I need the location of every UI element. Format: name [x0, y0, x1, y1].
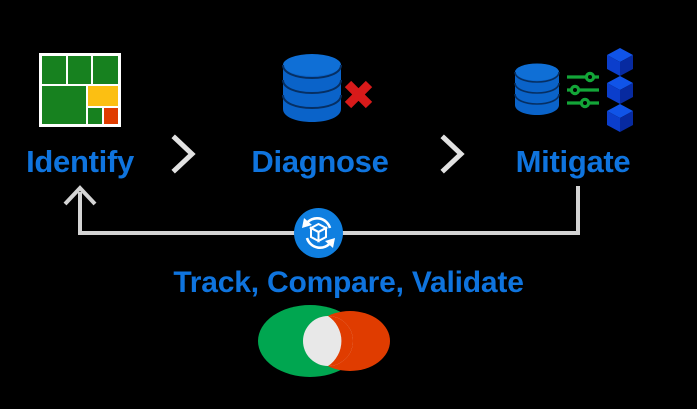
treemap-cell-orange — [104, 108, 118, 124]
cubes-glyph — [607, 48, 633, 132]
stage-mitigate-icon-wrap — [478, 40, 668, 140]
treemap-cell-green-large — [42, 86, 86, 124]
feedback-loop-connector — [63, 185, 580, 235]
treemap-cell-yellow — [88, 86, 118, 106]
stage-mitigate[interactable]: Mitigate — [478, 40, 668, 177]
feedback-loop-caption: Track, Compare, Validate — [173, 266, 524, 299]
database-glyph — [514, 63, 560, 115]
sync-refresh-icon — [294, 208, 343, 258]
stage-mitigate-label: Mitigate — [515, 144, 631, 179]
sliders-glyph — [567, 71, 599, 109]
stage-identify-label: Identify — [26, 144, 134, 179]
stage-identify-icon-wrap — [0, 40, 175, 140]
sync-refresh-badge[interactable] — [294, 208, 343, 258]
database-settings-cubes-icon — [514, 48, 633, 132]
treemap-cell-green-small — [88, 108, 102, 124]
treemap-cell-green-3 — [93, 56, 118, 84]
chevron-right-icon — [437, 133, 467, 175]
stage-diagnose-label: Diagnose — [251, 144, 389, 179]
stage-diagnose-icon-wrap — [225, 40, 415, 140]
treemap-cell-green-1 — [42, 56, 66, 84]
stage-identify[interactable]: Identify — [0, 40, 175, 177]
cube-glyph — [308, 222, 329, 243]
stage-diagnose[interactable]: Diagnose — [225, 40, 415, 177]
treemap-icon — [39, 53, 121, 127]
venn-overlap-icon — [258, 305, 390, 377]
chevron-right-icon — [168, 133, 198, 175]
treemap-cell-green-2 — [68, 56, 91, 84]
venn-orange-crescent — [328, 316, 353, 366]
database-error-icon — [282, 54, 373, 122]
